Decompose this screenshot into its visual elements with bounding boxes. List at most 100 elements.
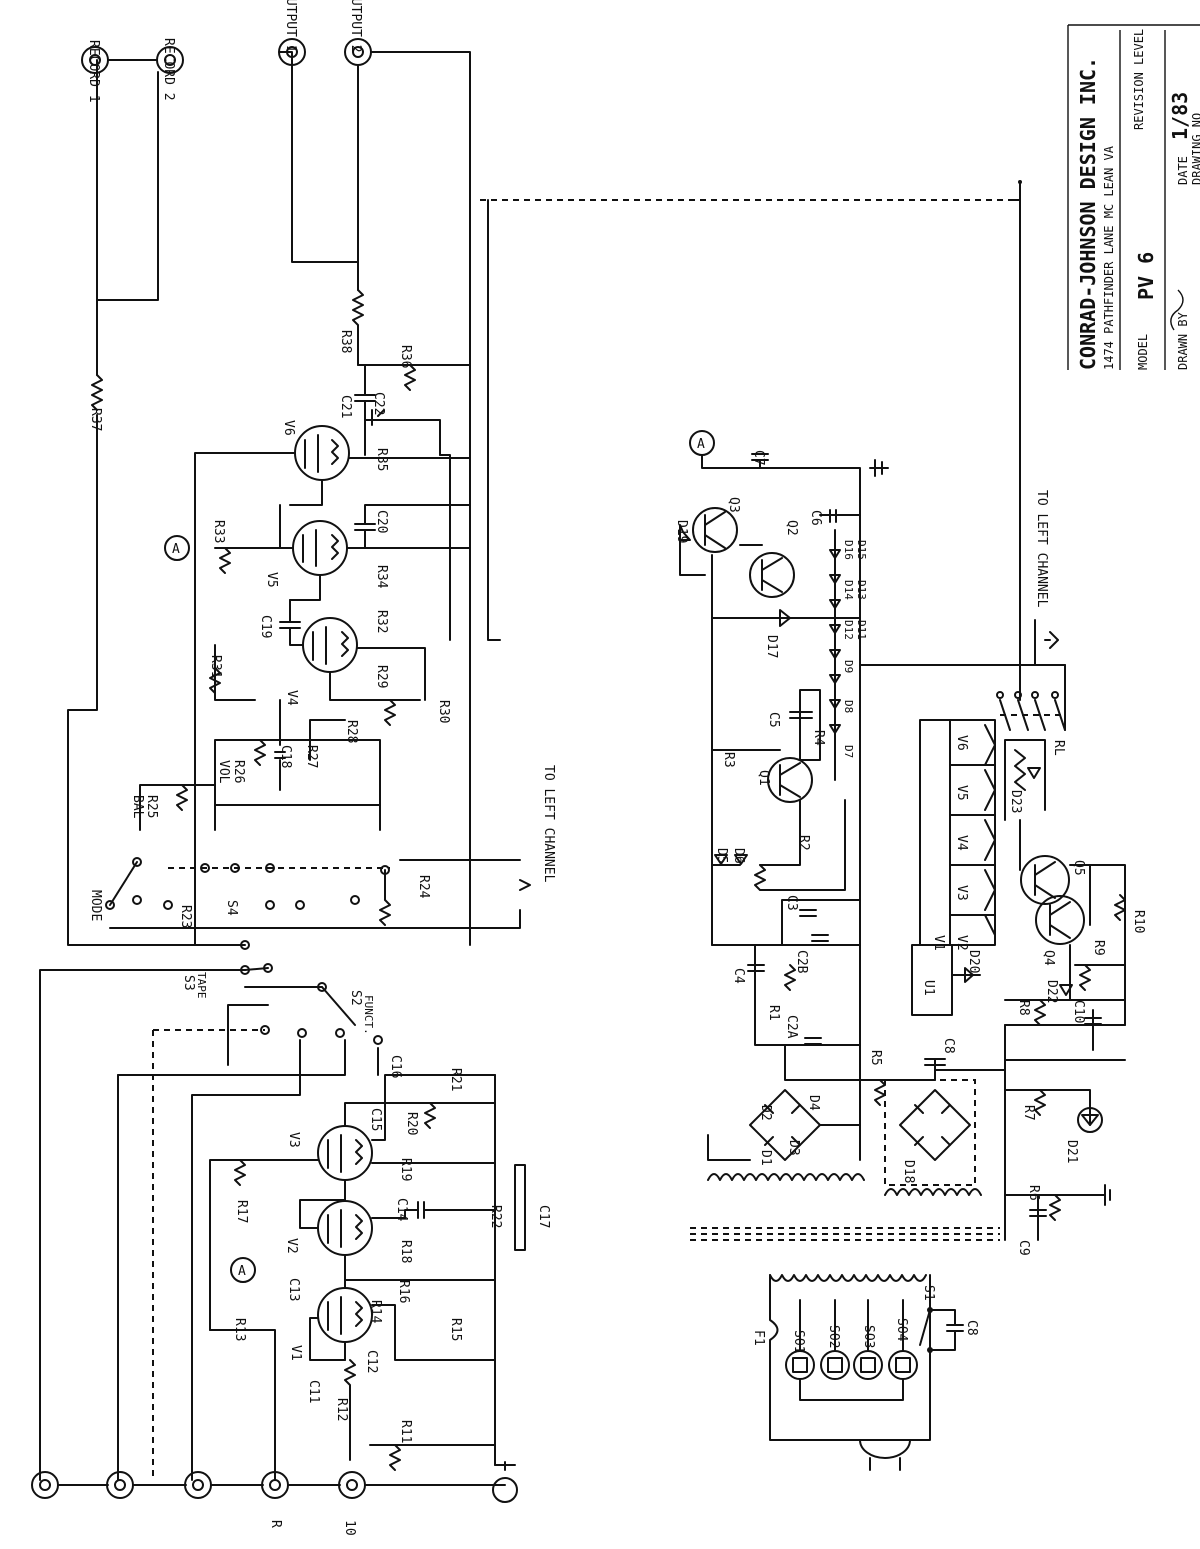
- line-stage: V6 V5 R33 A C20 R34 R35: [164, 199, 501, 946]
- c6-label: C6: [808, 510, 823, 526]
- d13-label: D13: [855, 580, 868, 600]
- r19-label: R19: [398, 1158, 413, 1181]
- jack-input-10[interactable]: [338, 1471, 366, 1499]
- r3-label: R3: [721, 752, 736, 768]
- c9-label: C9: [1016, 1240, 1031, 1256]
- tube-v3: V3 C16 R21 C15 R20 R19: [209, 1047, 496, 1331]
- d6-label: D6: [731, 848, 746, 864]
- relay-label: RL: [1051, 740, 1066, 756]
- v4-label: V4: [284, 690, 299, 706]
- power-switch-s1[interactable]: S1: [919, 1285, 936, 1353]
- q2-label: Q2: [784, 520, 799, 536]
- d11-label: D11: [855, 620, 868, 640]
- output-jacks: RECORD 1 RECORD 2 OUTPUT 1 OUTPUT 2: [81, 0, 372, 103]
- power-supply: A C7 C6 Q3 D19 Q2 D17 D: [674, 430, 1146, 1256]
- r14-label: R14: [368, 1300, 383, 1324]
- d14-label: D14: [842, 580, 855, 600]
- d21-label: D21: [1064, 1140, 1079, 1163]
- v6-label: V6: [281, 420, 296, 436]
- model-label: MODEL: [1136, 334, 1150, 370]
- transistor-q5: Q5: [1020, 855, 1086, 905]
- date-label: DATE: [1176, 156, 1190, 185]
- d4-label: D4: [806, 1095, 821, 1111]
- c10-label: C10: [1071, 1000, 1086, 1023]
- test-point-a-3: A: [689, 430, 715, 456]
- switch-mode[interactable]: MODE: [88, 857, 142, 921]
- r16-label: R16: [396, 1280, 411, 1303]
- jack-input-1[interactable]: [31, 1471, 59, 1499]
- r4-label: R4: [811, 730, 826, 746]
- d19-label: D19: [674, 520, 689, 543]
- r10-label: R10: [1131, 910, 1146, 933]
- tube-v6: V6: [194, 420, 471, 946]
- transistor-q2: Q2: [749, 520, 799, 598]
- r24-label: R24: [416, 875, 431, 899]
- switch-s3-tape[interactable]: S3 TAPE: [181, 940, 273, 999]
- r18-label: R18: [398, 1240, 413, 1263]
- test-point-a-3-label: A: [697, 437, 705, 452]
- r17-label: R17: [234, 1200, 249, 1223]
- signature: [1170, 289, 1184, 331]
- jack-input-2[interactable]: [106, 1471, 134, 1499]
- input-switches: S3 TAPE S2 FUNCT.: [39, 940, 383, 1481]
- so1-label: SO1: [791, 1330, 806, 1353]
- jack-input-3[interactable]: [184, 1471, 212, 1499]
- switch-s4[interactable]: S4 R23: [163, 863, 305, 928]
- s1-label: S1: [921, 1285, 936, 1301]
- s3-sublabel: TAPE: [195, 972, 208, 999]
- d2-label: D2: [758, 1105, 773, 1121]
- c18-label: C18: [278, 745, 293, 768]
- v2-heater-label: V2: [954, 935, 969, 951]
- regulator-u1: U1: [911, 944, 953, 1016]
- v3-label: V3: [286, 1132, 301, 1148]
- c14-label: C14: [394, 1198, 409, 1222]
- input-jacks: R 10: [31, 1461, 518, 1536]
- transistor-q1: Q1: [756, 757, 813, 803]
- input-r-label: R: [268, 1520, 283, 1528]
- q3-label: Q3: [726, 497, 741, 513]
- v1-label: V1: [288, 1345, 303, 1361]
- d16-label: D16: [842, 540, 855, 560]
- v5-label: V5: [264, 572, 279, 588]
- power-transformer: F1 SO1 SO2 SO3 SO4 S1 C8: [690, 1173, 1000, 1471]
- c22-label: C22: [371, 392, 386, 415]
- company-address: 1474 PATHFINDER LANE MC LEAN VA: [1102, 145, 1116, 370]
- c5-label: C5: [766, 712, 781, 728]
- s2-label: S2: [348, 990, 363, 1006]
- u1-label: U1: [921, 980, 936, 996]
- switch-s2-funct[interactable]: S2 FUNCT.: [244, 982, 383, 1045]
- r34-label: R34: [374, 565, 389, 589]
- to-left-channel-audio: TO LEFT CHANNEL: [541, 765, 556, 883]
- so2-label: SO2: [826, 1325, 841, 1348]
- d23-label: D23: [1008, 790, 1023, 813]
- r25-label: R25: [144, 795, 159, 818]
- r9-label: R9: [1091, 940, 1106, 956]
- led-d21: D21: [1064, 1107, 1103, 1163]
- r8-label: R8: [1016, 1000, 1031, 1016]
- f1-label: F1: [751, 1330, 766, 1346]
- r38-label: R38: [338, 330, 353, 353]
- c2b-label: C2B: [794, 950, 809, 974]
- r21-label: R21: [448, 1068, 463, 1091]
- c16-label: C16: [388, 1055, 403, 1078]
- drawn-by-label: DRAWN BY: [1176, 311, 1190, 370]
- v4-heater-label: V4: [954, 835, 969, 851]
- r23-label: R23: [178, 905, 193, 928]
- c3-label: C3: [784, 895, 799, 911]
- d17-label: D17: [764, 635, 779, 658]
- title-block: CONRAD-JOHNSON DESIGN INC. 1474 PATHFIND…: [1076, 29, 1200, 370]
- model-value: PV 6: [1134, 252, 1158, 300]
- v2-label: V2: [284, 1238, 299, 1254]
- v5-heater-label: V5: [954, 785, 969, 801]
- r2-label: R2: [796, 835, 811, 851]
- c21-label: C21: [338, 395, 353, 418]
- d20-label: D20: [966, 950, 981, 973]
- ground-terminal[interactable]: [492, 1477, 518, 1503]
- test-point-a-1-label: A: [172, 542, 180, 557]
- r7-label: R7: [1021, 1105, 1036, 1121]
- v1-heater-label: V1: [931, 935, 946, 951]
- r26-sublabel: VOL: [216, 760, 231, 784]
- relay-rl: RL TO LEFT CHANNEL D23: [859, 490, 1066, 821]
- c8-label: C8: [941, 1038, 956, 1054]
- r32-label: R32: [374, 610, 389, 633]
